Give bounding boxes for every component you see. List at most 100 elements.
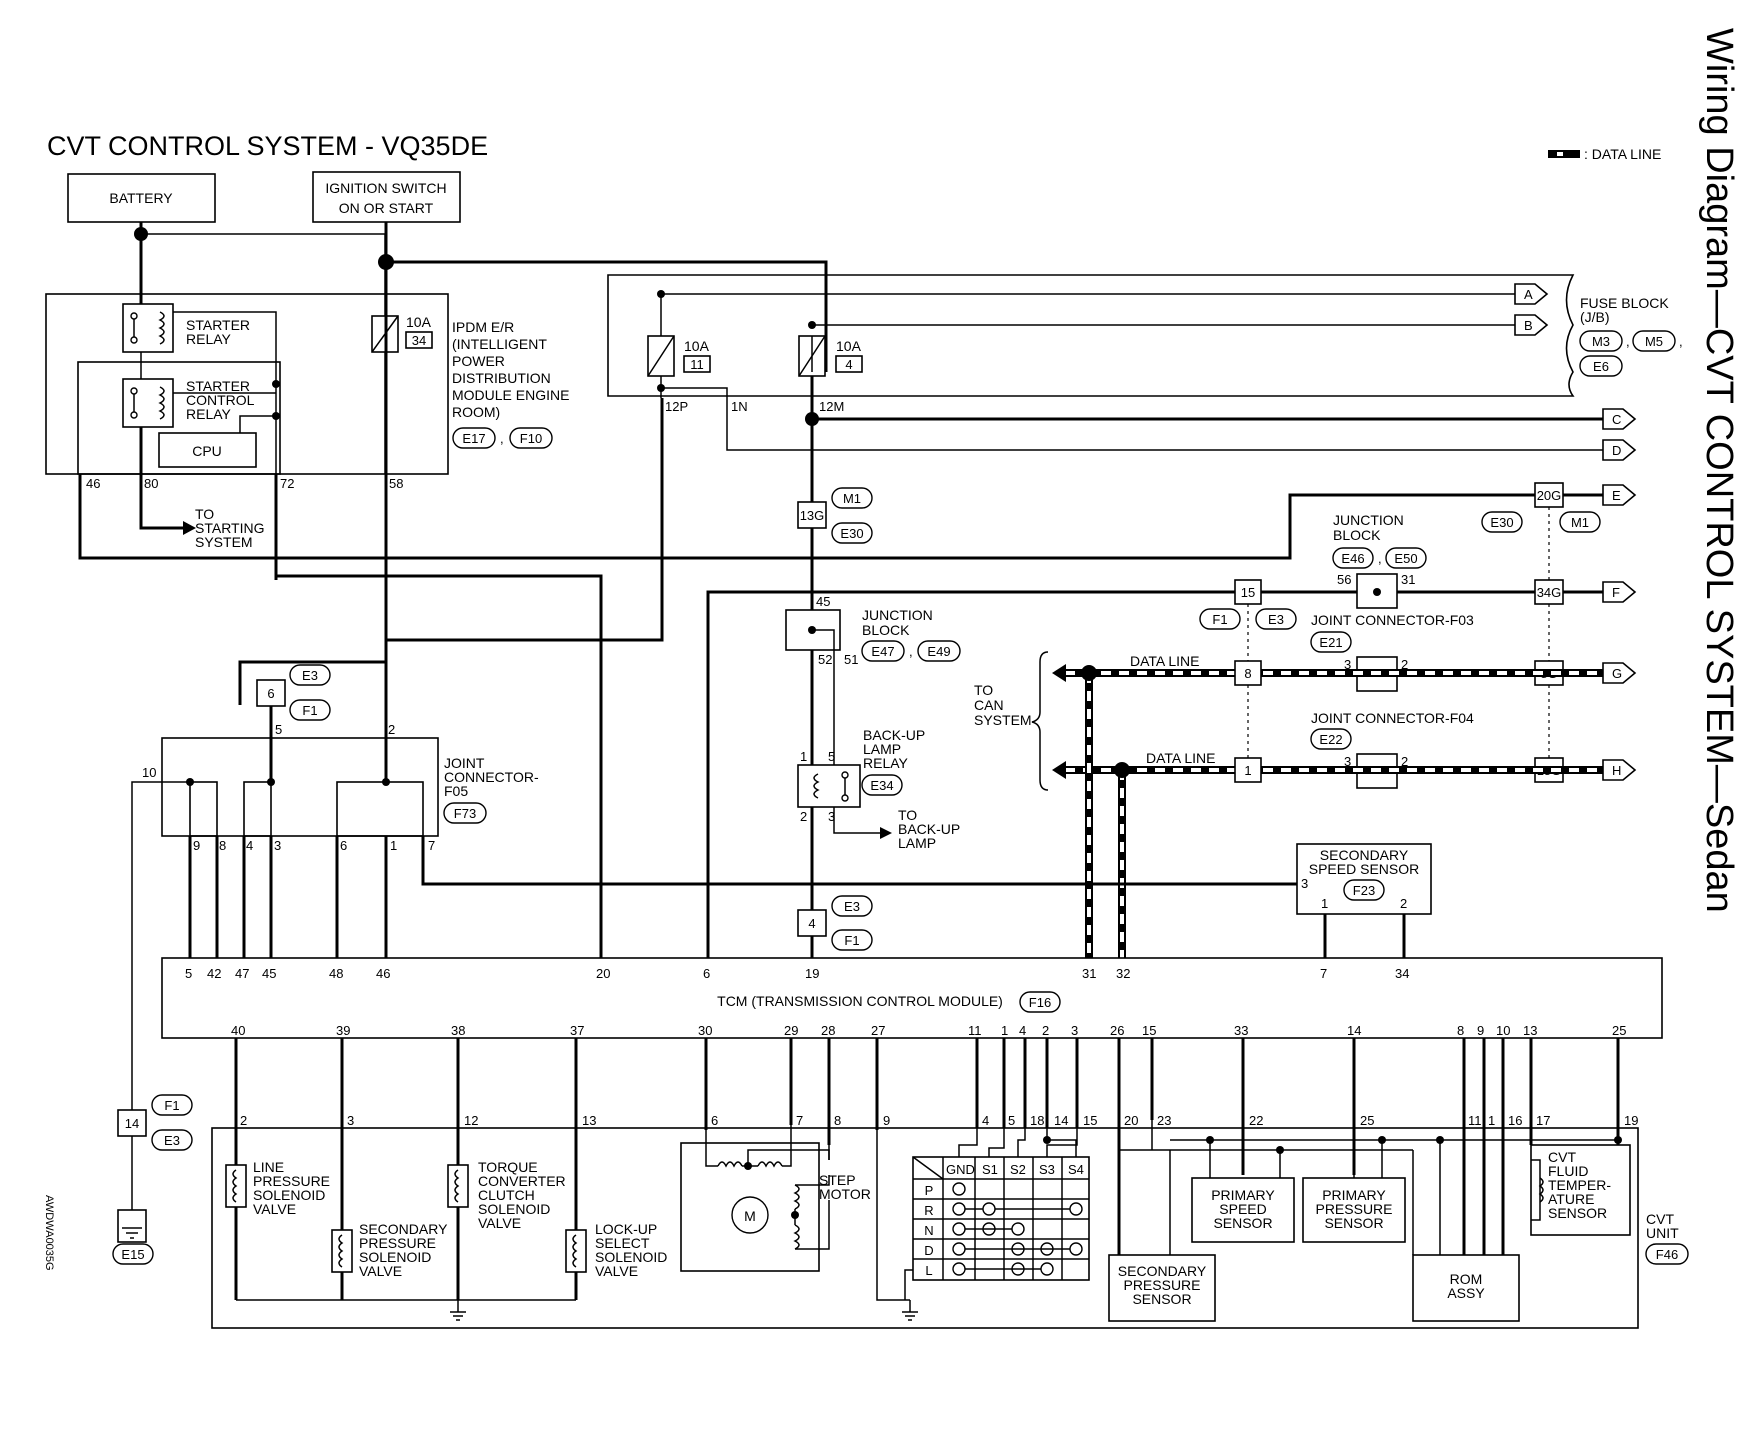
svg-text:BLOCK: BLOCK (862, 622, 910, 638)
connector-4 (797, 909, 827, 937)
svg-text:E3: E3 (302, 668, 318, 683)
svg-text:LINE: LINE (253, 1159, 284, 1175)
arrow-f: F (1602, 581, 1637, 603)
svg-text:SOLENOID: SOLENOID (595, 1249, 667, 1265)
svg-text:M3: M3 (1592, 334, 1610, 349)
svg-text:SYSTEM: SYSTEM (195, 534, 253, 550)
svg-text:DISTRIBUTION: DISTRIBUTION (452, 370, 551, 386)
svg-text:4: 4 (246, 838, 253, 853)
svg-text:8: 8 (1244, 666, 1251, 681)
svg-text:TCM (TRANSMISSION CONTROL MODU: TCM (TRANSMISSION CONTROL MODULE) (717, 993, 1003, 1009)
rom-assy: ROM ASSY (1412, 1254, 1520, 1322)
svg-text:BACK-UP: BACK-UP (898, 821, 960, 837)
svg-text:SECONDARY: SECONDARY (359, 1221, 448, 1237)
svg-text:28: 28 (821, 1023, 835, 1038)
svg-text:9: 9 (1477, 1023, 1484, 1038)
svg-text:F1: F1 (844, 933, 859, 948)
range-switch-grid: GND S1 S2 S3 S4 P R N D L (912, 1156, 1090, 1281)
svg-text:GND: GND (946, 1162, 975, 1177)
svg-text:CONTROL: CONTROL (186, 392, 255, 408)
svg-text:CONVERTER: CONVERTER (478, 1173, 566, 1189)
svg-text:M5: M5 (1645, 334, 1663, 349)
svg-text:PRIMARY: PRIMARY (1322, 1187, 1386, 1203)
svg-text:F: F (1612, 585, 1620, 600)
svg-text:F05: F05 (444, 783, 468, 799)
svg-text:G: G (1612, 666, 1622, 681)
svg-text:F10: F10 (520, 431, 542, 446)
svg-text:2: 2 (1400, 896, 1407, 911)
svg-text:S2: S2 (1010, 1162, 1026, 1177)
connector-8 (1234, 660, 1262, 686)
svg-text:30: 30 (698, 1023, 712, 1038)
svg-text:16: 16 (1508, 1113, 1522, 1128)
svg-text:4: 4 (845, 357, 852, 372)
svg-text:A: A (1524, 287, 1533, 302)
svg-text:ROM: ROM (1450, 1271, 1483, 1287)
svg-text:2: 2 (1401, 754, 1408, 769)
svg-text:10: 10 (1496, 1023, 1510, 1038)
svg-text:TO: TO (898, 807, 917, 823)
svg-text:SELECT: SELECT (595, 1235, 650, 1251)
svg-text:20: 20 (1124, 1113, 1138, 1128)
svg-text:BLOCK: BLOCK (1333, 527, 1381, 543)
svg-text:1: 1 (390, 838, 397, 853)
svg-text:RELAY: RELAY (863, 755, 909, 771)
svg-text:L: L (925, 1263, 932, 1278)
svg-text:E46: E46 (1341, 551, 1364, 566)
svg-text:2: 2 (388, 722, 395, 737)
tcm-bottom-pins: 40 39 38 37 30 29 28 27 11 1 4 2 3 26 15… (231, 1023, 1626, 1038)
primary-pressure-sensor: PRIMARY PRESSURE SENSOR (1302, 1177, 1406, 1243)
svg-text:27: 27 (871, 1023, 885, 1038)
starter-control-relay (122, 378, 174, 428)
svg-text:CVT: CVT (1646, 1211, 1674, 1227)
svg-text:S3: S3 (1039, 1162, 1055, 1177)
svg-text:E50: E50 (1394, 551, 1417, 566)
svg-text:6: 6 (703, 966, 710, 981)
svg-text:,: , (1378, 551, 1382, 566)
svg-text:,: , (909, 644, 913, 659)
svg-text:E30: E30 (1490, 515, 1513, 530)
svg-text:45: 45 (816, 594, 830, 609)
tcm: TCM (TRANSMISSION CONTROL MODULE) F16 (161, 957, 1663, 1039)
svg-text:M1: M1 (843, 491, 861, 506)
svg-text:9: 9 (883, 1113, 890, 1128)
arrow-h: H (1602, 759, 1637, 781)
data-line-label-2: DATA LINE (1146, 750, 1216, 766)
torque-converter-clutch-solenoid: TORQUE CONVERTER CLUTCH SOLENOID VALVE (447, 1159, 566, 1231)
svg-text:11: 11 (968, 1023, 982, 1038)
svg-text:58: 58 (389, 476, 403, 491)
svg-text:VALVE: VALVE (253, 1201, 296, 1217)
svg-text:4: 4 (1019, 1023, 1026, 1038)
joint-connector-f05: 5 2 10 9 8 4 3 6 1 7 JOINT CONNECTOR- F0… (142, 722, 539, 853)
svg-text:1: 1 (1488, 1113, 1495, 1128)
svg-text:23: 23 (1157, 1113, 1171, 1128)
starter-relay (122, 303, 174, 353)
svg-text:46: 46 (376, 966, 390, 981)
backup-lamp-relay: 1 5 2 3 BACK-UP LAMP RELAY E34 TO BACK-U… (797, 727, 960, 851)
svg-text:SOLENOID: SOLENOID (253, 1187, 325, 1203)
svg-text:80: 80 (144, 476, 158, 491)
svg-text:B: B (1524, 318, 1533, 333)
svg-text:37: 37 (570, 1023, 584, 1038)
svg-text:BACK-UP: BACK-UP (863, 727, 925, 743)
svg-text:34: 34 (1395, 966, 1409, 981)
svg-text:15: 15 (1142, 1023, 1156, 1038)
svg-text:3: 3 (828, 809, 835, 824)
svg-text:15: 15 (1083, 1113, 1097, 1128)
legend-data-line-label: : DATA LINE (1584, 146, 1661, 162)
svg-text:S1: S1 (982, 1162, 998, 1177)
svg-text:SECONDARY: SECONDARY (1320, 847, 1409, 863)
svg-text:MOTOR: MOTOR (819, 1186, 871, 1202)
battery: BATTERY (67, 173, 216, 223)
svg-text:32: 32 (1116, 966, 1130, 981)
svg-text:8: 8 (834, 1113, 841, 1128)
svg-text:F23: F23 (1353, 883, 1375, 898)
svg-text:TEMPER-: TEMPER- (1548, 1177, 1611, 1193)
svg-text:TO: TO (974, 682, 993, 698)
svg-text:SENSOR: SENSOR (1324, 1215, 1383, 1231)
svg-text:SPEED: SPEED (1219, 1201, 1266, 1217)
svg-text:JOINT: JOINT (444, 755, 485, 771)
svg-text:10A: 10A (684, 338, 710, 354)
svg-text:E22: E22 (1319, 732, 1342, 747)
